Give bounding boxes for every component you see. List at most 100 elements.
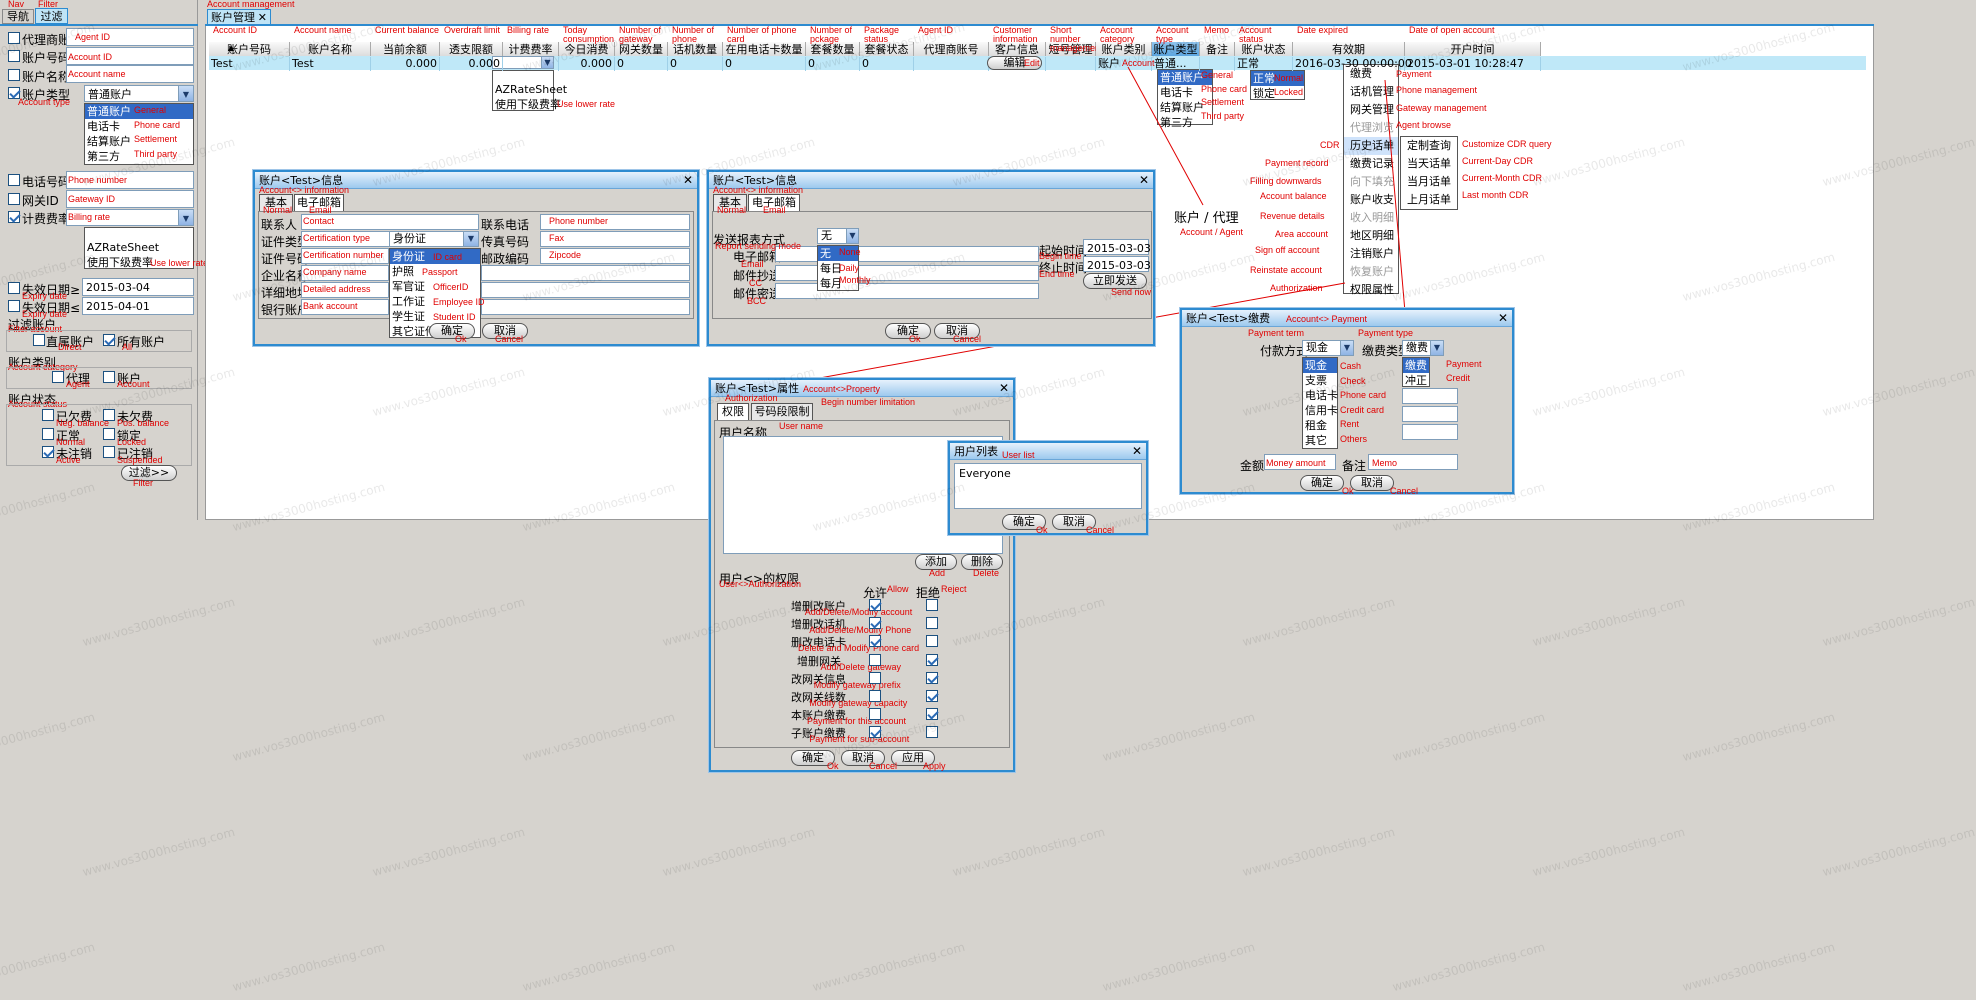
term-option[interactable]: 支票 — [1305, 374, 1327, 387]
allow-checkbox[interactable] — [869, 653, 881, 666]
column-header[interactable]: 账户状态 — [1235, 42, 1293, 57]
payment-field[interactable] — [1402, 424, 1458, 440]
tab-basic[interactable]: 基本 — [713, 194, 747, 211]
filter-tab[interactable]: 过滤 — [35, 8, 68, 24]
contact-input[interactable] — [301, 214, 479, 230]
tab-number-limit[interactable]: 号码段限制 — [751, 403, 813, 420]
expiry-le-checkbox[interactable] — [8, 300, 20, 312]
term-option[interactable]: 电话卡 — [1305, 389, 1338, 402]
ok-button[interactable]: 确定 — [885, 323, 931, 339]
cancel-button[interactable]: 取消 — [482, 323, 528, 339]
mode-option[interactable]: 每日 — [820, 262, 842, 275]
phone-input[interactable] — [540, 214, 690, 230]
tab-email[interactable]: 电子邮箱 — [294, 194, 344, 211]
context-menu-item[interactable]: 地区明细 — [1350, 229, 1394, 242]
locked-checkbox[interactable] — [103, 428, 115, 440]
phone-input[interactable] — [66, 171, 194, 189]
term-option[interactable]: 租金 — [1305, 419, 1327, 432]
cdr-submenu-item[interactable]: 定制查询 — [1407, 139, 1451, 152]
cdr-submenu-item[interactable]: 当月话单 — [1407, 175, 1451, 188]
type-option[interactable]: 第三方 — [1160, 116, 1193, 129]
column-header[interactable]: 有效期 — [1293, 42, 1405, 57]
chevron-down-icon[interactable]: ▼ — [1340, 341, 1353, 355]
ptype-select[interactable]: 缴费▼ — [1402, 340, 1444, 356]
apply-button[interactable]: 应用 — [891, 750, 935, 766]
term-option[interactable]: 现金 — [1303, 358, 1337, 373]
zip-input[interactable] — [540, 248, 690, 264]
close-icon[interactable]: ✕ — [998, 381, 1009, 395]
context-menu-item[interactable]: 网关管理 — [1350, 103, 1394, 116]
account-type-select[interactable]: 普通账户▼ — [84, 85, 194, 102]
rate-option-az[interactable]: AZRateSheet — [495, 83, 568, 96]
ok-button[interactable]: 确定 — [1002, 514, 1046, 530]
email-input[interactable] — [775, 246, 1039, 262]
cdr-submenu-item[interactable]: 当天话单 — [1407, 157, 1451, 170]
account-type-option[interactable]: 普通账户 — [85, 104, 193, 119]
billing-option-lower[interactable]: 使用下级费率 — [87, 256, 153, 269]
chevron-down-icon[interactable]: ▼ — [178, 86, 193, 101]
agent-checkbox[interactable] — [52, 371, 64, 383]
billing-option-az[interactable]: AZRateSheet — [87, 241, 160, 254]
reject-checkbox[interactable] — [926, 653, 938, 666]
context-menu-item[interactable]: 收入明细 — [1350, 211, 1394, 224]
reject-checkbox[interactable] — [926, 671, 938, 684]
neg-checkbox[interactable] — [42, 409, 54, 421]
reject-checkbox[interactable] — [926, 726, 938, 739]
column-header[interactable]: 计费费率 — [503, 42, 559, 57]
mode-option[interactable]: 每月 — [820, 277, 842, 290]
sort-asc-icon[interactable]: ▲ — [228, 43, 235, 52]
chevron-down-icon[interactable]: ▼ — [846, 229, 858, 243]
account-id-input[interactable] — [66, 47, 194, 65]
context-menu-item[interactable]: 恢复账户 — [1350, 265, 1394, 278]
address-input[interactable] — [301, 282, 389, 298]
close-icon[interactable]: ✕ — [1138, 173, 1149, 187]
ptype-option[interactable]: 冲正 — [1405, 374, 1427, 387]
add-button[interactable]: 添加 — [915, 554, 957, 570]
term-option[interactable]: 其它 — [1305, 434, 1327, 447]
expiry-ge-input[interactable]: 2015-03-04 — [82, 278, 194, 296]
account-type-option[interactable]: 结算账户 — [87, 135, 131, 148]
context-menu-item[interactable]: 账户收支 — [1350, 193, 1394, 206]
tab-email[interactable]: 电子邮箱 — [748, 194, 800, 211]
all-checkbox[interactable] — [103, 334, 115, 346]
fax-input[interactable] — [540, 231, 690, 247]
close-icon[interactable]: ✕ — [1131, 444, 1142, 458]
column-header[interactable]: 网关数量 — [615, 42, 668, 57]
account-type-option[interactable]: 第三方 — [87, 150, 120, 163]
ok-button[interactable]: 确定 — [1300, 475, 1344, 491]
extra-input[interactable] — [481, 282, 690, 298]
tab-authorization[interactable]: 权限 — [717, 403, 749, 420]
account-name-input[interactable] — [66, 65, 194, 83]
account-id-checkbox[interactable] — [8, 50, 20, 62]
context-menu-item[interactable]: 代理浏览 — [1350, 121, 1394, 134]
billing-select[interactable]: ▼ — [66, 209, 194, 226]
amount-input[interactable] — [1264, 454, 1336, 470]
chevron-down-icon[interactable]: ▼ — [1430, 341, 1443, 355]
expiry-ge-checkbox[interactable] — [8, 282, 20, 294]
payment-field[interactable] — [1402, 406, 1458, 422]
column-header[interactable]: 备注 — [1200, 42, 1235, 57]
account-name-checkbox[interactable] — [8, 69, 20, 81]
company-input[interactable] — [301, 265, 389, 281]
delete-button[interactable]: 删除 — [961, 554, 1003, 570]
allow-checkbox[interactable] — [869, 635, 881, 648]
context-menu-item[interactable]: 话机管理 — [1350, 85, 1394, 98]
expiry-le-input[interactable]: 2015-04-01 — [82, 297, 194, 315]
end-input[interactable]: 2015-03-03 — [1083, 256, 1151, 272]
term-select[interactable]: 现金▼ — [1302, 340, 1354, 356]
ok-button[interactable]: 确定 — [429, 323, 475, 339]
edit-button[interactable]: 编辑 — [987, 56, 1042, 70]
allow-checkbox[interactable] — [869, 708, 881, 721]
rate-cell-select[interactable]: ▼ — [492, 56, 554, 69]
account-type-option[interactable]: 电话卡 — [87, 120, 120, 133]
status-option[interactable]: 锁定 — [1253, 87, 1275, 100]
reject-checkbox[interactable] — [926, 635, 938, 648]
ptype-option[interactable]: 缴费 — [1403, 358, 1429, 373]
context-menu-item[interactable]: 向下填充 — [1350, 175, 1394, 188]
tab-basic[interactable]: 基本 — [259, 194, 293, 211]
payment-field[interactable] — [1402, 388, 1458, 404]
cancel-button[interactable]: 取消 — [1052, 514, 1096, 530]
